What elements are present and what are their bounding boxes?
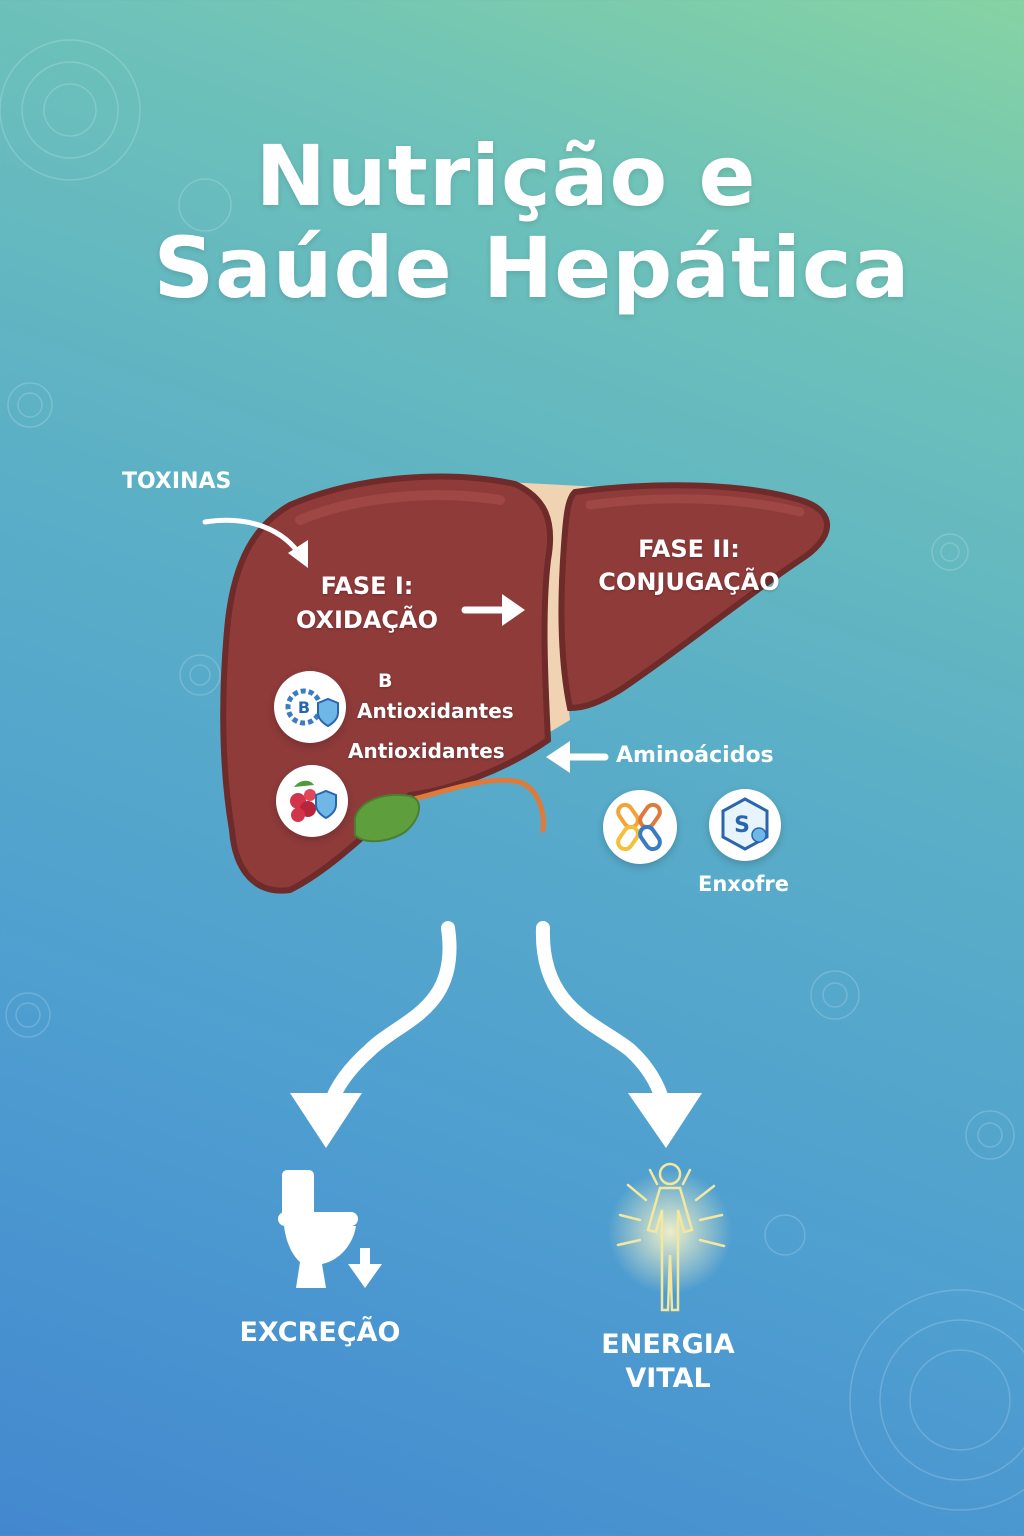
sulfur-hexagon-icon: S <box>721 797 769 851</box>
svg-text:S: S <box>734 813 750 838</box>
phase1-label-line1: FASE I: <box>320 572 414 600</box>
amino-acids-label: Aminoácidos <box>616 743 774 768</box>
vitamin-b-label: B <box>378 670 393 692</box>
antioxidants-overlap-label: Antioxidantes <box>357 699 514 723</box>
glowing-body-icon <box>608 1162 732 1312</box>
excretion-label: EXCREÇÃO <box>239 1317 401 1348</box>
chain-badge <box>603 790 677 864</box>
page-title-line1: Nutrição e <box>255 127 757 225</box>
energy-arrow <box>535 921 671 1112</box>
vitamin-b-badge: B <box>274 671 346 743</box>
sulfur-badge: S <box>709 789 781 861</box>
berries-badge <box>276 765 348 837</box>
energy-label-line2: VITAL <box>625 1363 711 1394</box>
toilet-icon <box>278 1170 382 1288</box>
phase2-label-line1: FASE II: <box>638 535 740 563</box>
sulfur-label: Enxofre <box>698 872 790 896</box>
falciform-ligament <box>505 482 600 738</box>
bile-duct <box>407 777 546 833</box>
antioxidants-label: Antioxidantes <box>348 739 505 763</box>
berries-shield-icon <box>290 780 337 822</box>
chain-link-icon <box>616 802 662 852</box>
vitamin-b-gear-shield-icon: B <box>285 688 339 728</box>
gallbladder <box>354 794 420 843</box>
phase2-label-line2: CONJUGAÇÃO <box>598 568 780 596</box>
excretion-arrow <box>323 921 457 1112</box>
toxins-label: TOXINAS <box>122 469 232 494</box>
energy-label-line1: ENERGIA <box>601 1329 735 1360</box>
svg-text:B: B <box>298 698 310 717</box>
phase1-label-line2: OXIDAÇÃO <box>295 606 439 634</box>
liver-left-lobe <box>558 482 831 712</box>
page-title-line2: Saúde Hepática <box>153 219 911 317</box>
